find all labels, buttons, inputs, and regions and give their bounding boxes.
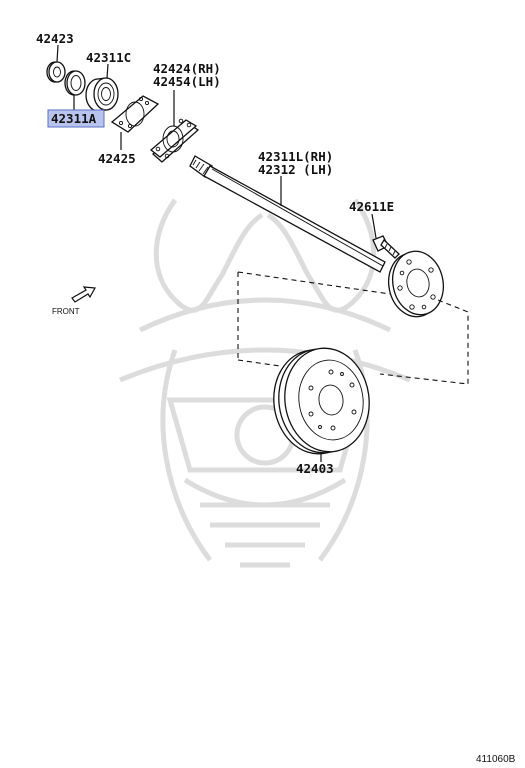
label-42611e[interactable]: 42611E: [349, 199, 394, 214]
label-42425[interactable]: 42425: [98, 151, 136, 166]
part-42403-brake-drum[interactable]: [267, 343, 376, 460]
highlight-box: [47, 109, 105, 128]
leader-lines: [56, 44, 377, 462]
part-42425-gasket[interactable]: [110, 95, 160, 133]
label-42311a[interactable]: 42311A: [51, 111, 97, 126]
part-labels: 42423 42311C 42311A 42425 42424(RH) 4245…: [36, 31, 516, 765]
assembly-dashed-outline: [237, 271, 469, 385]
part-42611e-hub-bolt[interactable]: [372, 235, 400, 259]
part-42311l-axle-shaft[interactable]: [189, 155, 449, 321]
part-42311a-retainer-ring[interactable]: [64, 70, 86, 96]
label-42454[interactable]: 42454(LH): [153, 74, 221, 89]
label-42311l[interactable]: 42311L(RH): [258, 149, 333, 164]
label-42424[interactable]: 42424(RH): [153, 61, 221, 76]
part-42423-oil-seal[interactable]: [46, 61, 66, 83]
label-42403[interactable]: 42403: [296, 461, 334, 476]
label-42311c[interactable]: 42311C: [86, 50, 131, 65]
part-42311c-bearing[interactable]: [85, 77, 119, 112]
label-42312[interactable]: 42312 (LH): [258, 162, 333, 177]
diagram-code: 411060B: [476, 754, 516, 765]
front-direction-arrow: [71, 286, 96, 303]
label-front: FRONT: [52, 307, 80, 316]
part-42424-retainer-plate[interactable]: [149, 118, 200, 163]
label-42423[interactable]: 42423: [36, 31, 74, 46]
